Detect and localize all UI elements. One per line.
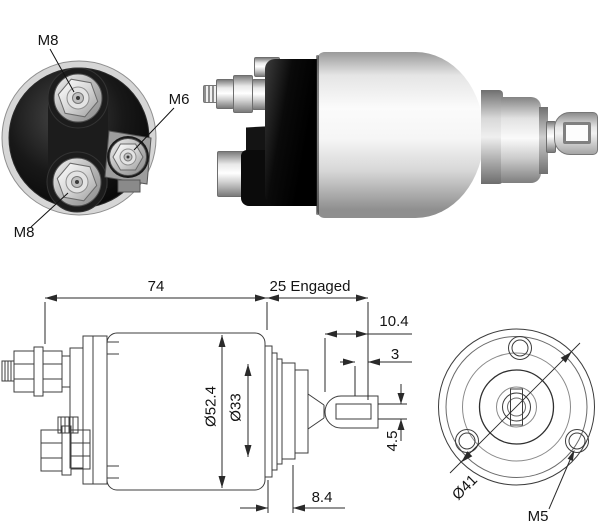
end-view-drawing xyxy=(1,48,175,228)
photo-black-cap xyxy=(265,59,319,206)
photo-main-cylinder xyxy=(317,52,484,218)
dim-plunger-b: 3 xyxy=(390,346,400,363)
photo-terminal-nut xyxy=(216,79,234,109)
dim-flange-diameter: Ø41 xyxy=(448,471,481,504)
photo-front-ring xyxy=(539,107,548,174)
dim-body-diameter: Ø52.4 xyxy=(202,386,219,427)
dim-boss-diameter: Ø33 xyxy=(227,393,244,422)
end-view-terminal-m8-top xyxy=(53,73,103,123)
photo-neck-ring xyxy=(481,90,503,184)
photo-fork-slot xyxy=(563,122,591,144)
end-view-label-m6: M6 xyxy=(168,91,190,108)
dim-mounting-thread: M5 xyxy=(527,507,549,525)
photo-terminal-thread xyxy=(203,85,217,103)
end-view-label-m8-bottom: M8 xyxy=(13,224,35,241)
end-view-label-m8-top: M8 xyxy=(37,32,59,49)
front-view-mount-holes xyxy=(455,336,589,453)
photo-cap-seam xyxy=(316,55,319,215)
end-view-terminal-m6 xyxy=(109,138,147,176)
end-view-terminal-m8-bottom xyxy=(52,157,102,207)
dim-fork-slot: 4.5 xyxy=(384,430,401,452)
side-view-fork-slot xyxy=(335,403,372,420)
end-view-leader-lines xyxy=(30,48,175,228)
photo-terminal-nut xyxy=(233,75,253,113)
front-view-plunger-slot xyxy=(510,388,523,426)
side-view-drawing xyxy=(1,332,379,491)
dimension-arrows xyxy=(45,294,405,512)
dim-overall-length: 74 xyxy=(147,278,165,295)
dim-plunger-a: 10.4 xyxy=(379,313,409,330)
side-view-fork xyxy=(324,395,379,429)
dim-flange-offset: 8.4 xyxy=(311,489,333,506)
photo-front-boss xyxy=(501,97,541,183)
dim-engaged-length: 25 Engaged xyxy=(269,278,351,295)
front-view-m5-leader xyxy=(548,452,574,510)
front-view-diameter-line xyxy=(449,342,581,474)
